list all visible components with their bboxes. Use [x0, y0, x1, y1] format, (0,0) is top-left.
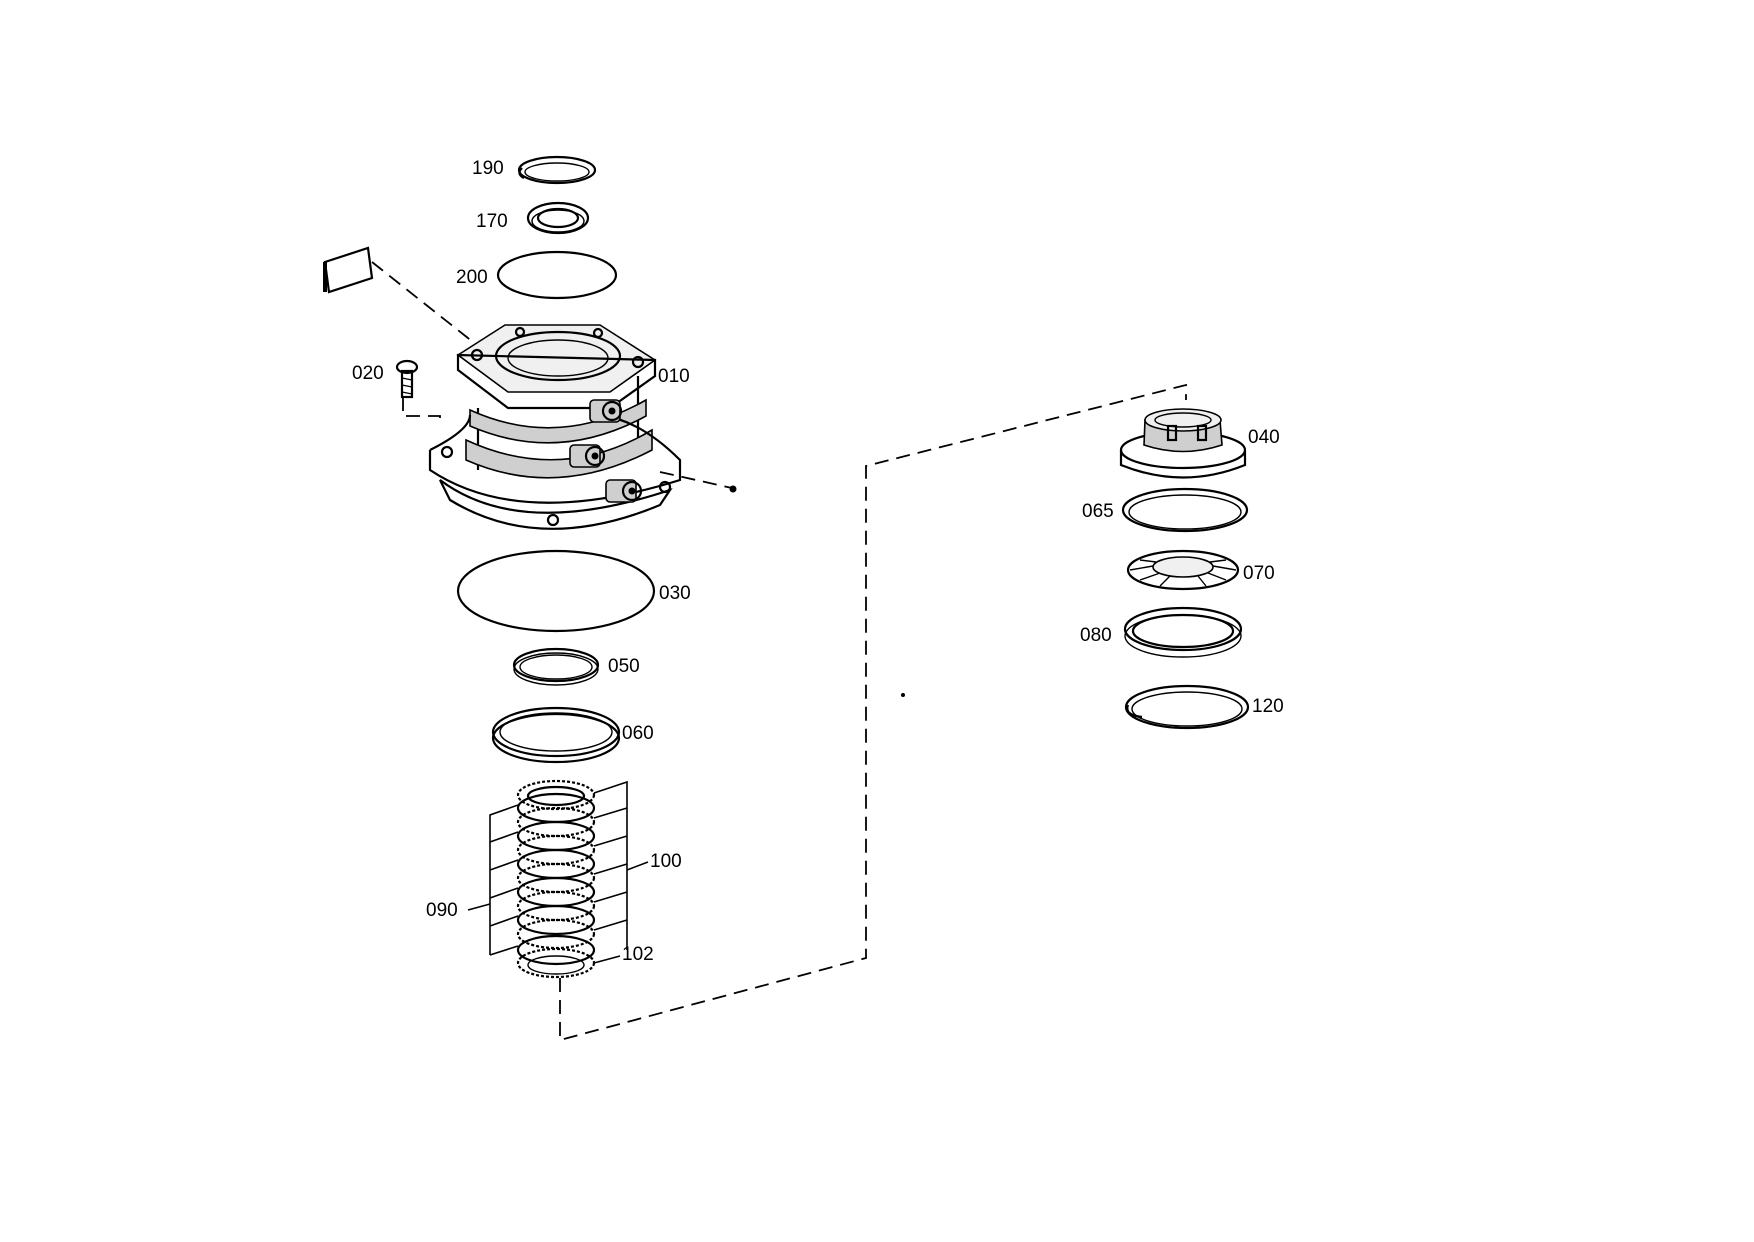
part-170-seal: [526, 201, 590, 235]
screw-leader: [402, 397, 441, 426]
plug-leader: [659, 471, 733, 489]
callout-010: 010: [658, 366, 690, 387]
part-030-o-ring: [456, 549, 656, 633]
part-065-o-ring: [1121, 487, 1249, 533]
part-010-housing: [428, 324, 682, 530]
callout-100: 100: [650, 851, 682, 872]
callout-080: 080: [1080, 625, 1112, 646]
callout-070: 070: [1243, 563, 1275, 584]
stray-mark: [901, 693, 905, 697]
callout-060: 060: [622, 723, 654, 744]
nameplate-leader: [371, 261, 479, 347]
leader-100: [626, 861, 649, 871]
part-020-screw: [395, 359, 419, 399]
part-070-disc-spring: [1126, 549, 1240, 591]
plug-dot: [729, 485, 737, 493]
leader-090-bracket: [489, 804, 519, 956]
leader-102: [593, 955, 621, 964]
part-080-ring: [1123, 606, 1243, 658]
callout-050: 050: [608, 656, 640, 677]
callout-020: 020: [352, 363, 384, 384]
nameplate: [323, 246, 374, 294]
part-050-ring: [512, 647, 600, 686]
part-120-snap-ring: [1124, 684, 1250, 730]
callout-102: 102: [622, 944, 654, 965]
callout-190: 190: [472, 158, 504, 179]
callout-120: 120: [1252, 696, 1284, 717]
callout-040: 040: [1248, 427, 1280, 448]
part-200-o-ring: [496, 250, 618, 300]
part-disc-stack: [516, 779, 596, 979]
part-190-snap-ring: [517, 155, 597, 185]
callout-030: 030: [659, 583, 691, 604]
leader-090: [467, 903, 491, 911]
part-040-hub: [1119, 408, 1247, 479]
callout-090: 090: [426, 900, 458, 921]
callout-200: 200: [456, 267, 488, 288]
leader-100-bracket: [593, 780, 628, 950]
callout-170: 170: [476, 211, 508, 232]
part-060-ring: [491, 706, 621, 764]
callout-065: 065: [1082, 501, 1114, 522]
assembly-connector-path: [559, 383, 1187, 1042]
